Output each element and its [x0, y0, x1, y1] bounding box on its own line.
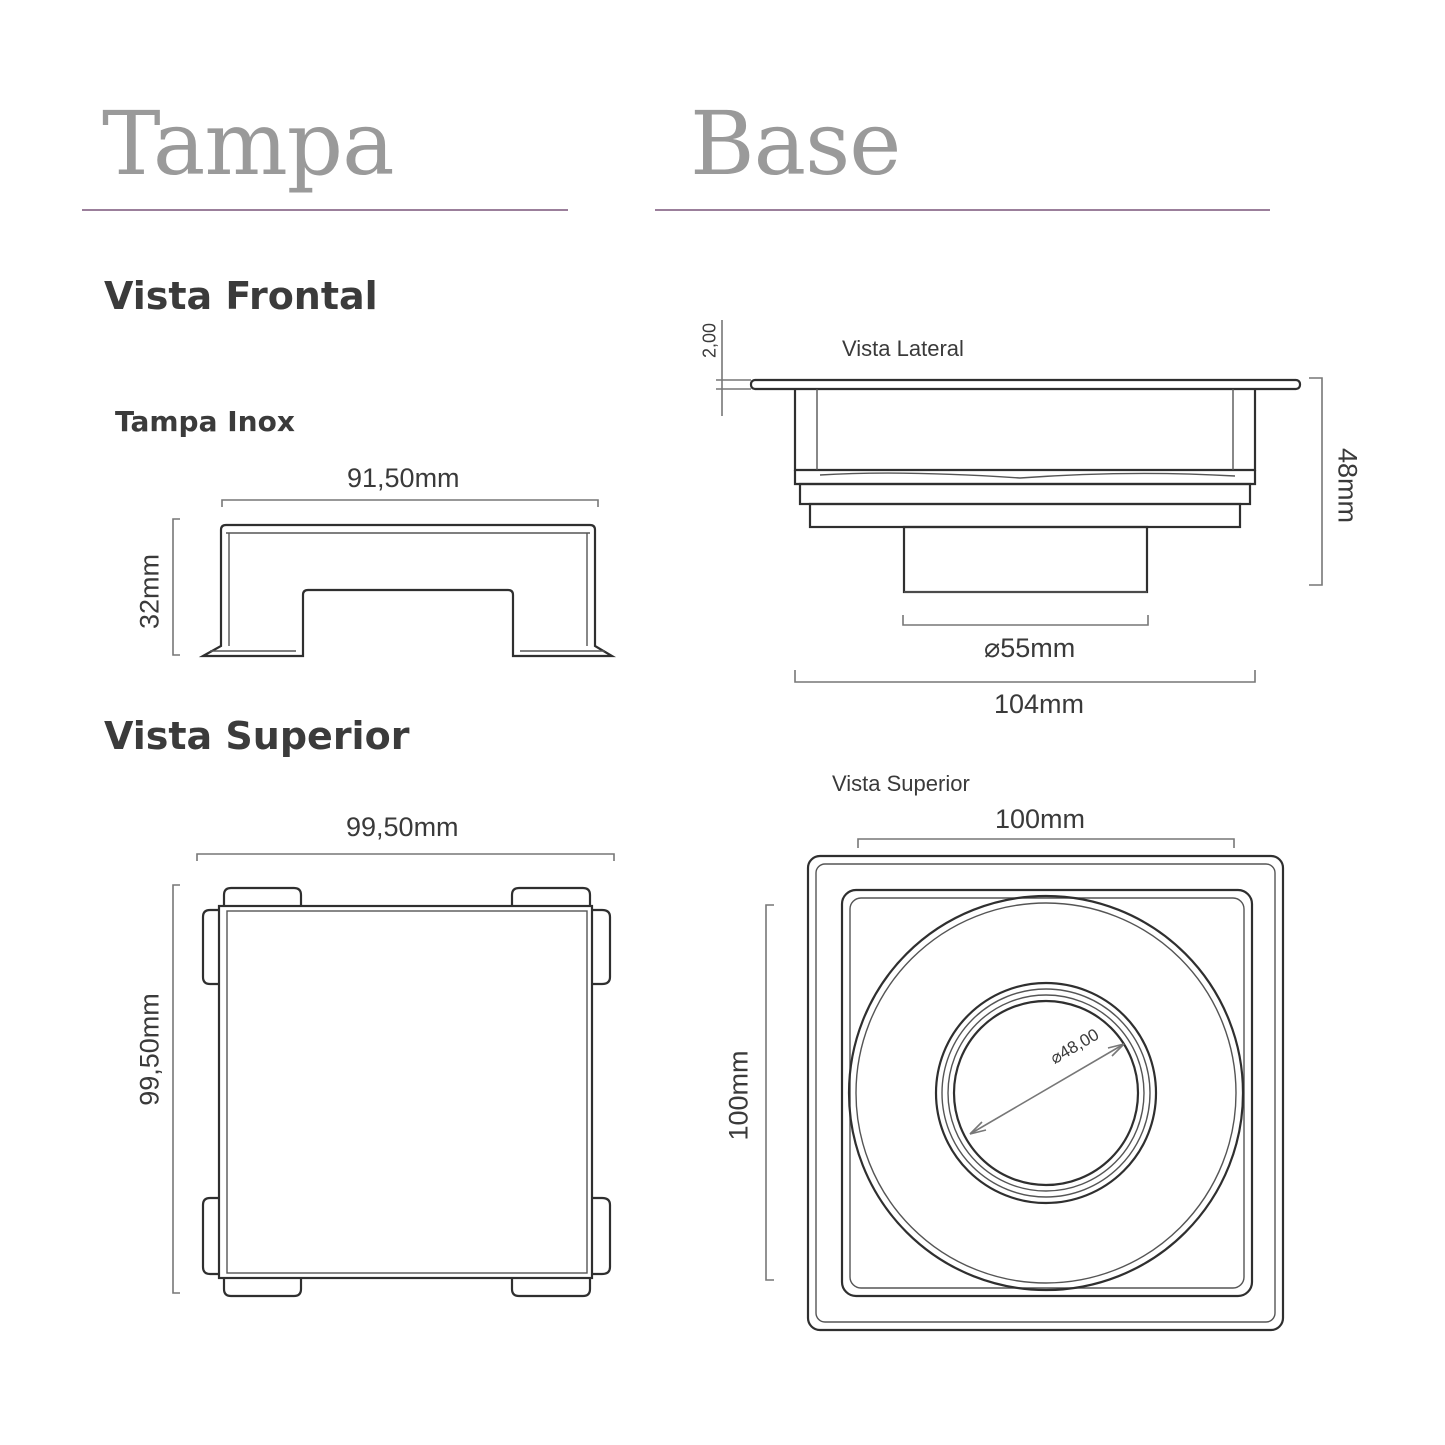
dim-lid-top-height: 99,50mm — [134, 993, 165, 1106]
dim-lid-front-height: 32mm — [134, 554, 165, 630]
base-divider — [655, 209, 1270, 211]
lid-front-height-dimension — [172, 518, 180, 656]
dim-base-outlet-diameter: ⌀55mm — [984, 633, 1076, 663]
base-flange-dimension — [716, 320, 751, 416]
base-top-height-dimension — [765, 904, 774, 1281]
dim-lid-top-width: 99,50mm — [346, 812, 459, 842]
dim-base-flange: 2,00 — [699, 322, 720, 359]
dim-base-width: 104mm — [994, 689, 1085, 719]
dim-base-top-height: 100mm — [723, 1050, 754, 1141]
dim-base-height: 48mm — [1332, 447, 1363, 523]
lid-top-height-dimension — [172, 884, 180, 1294]
base-width-dimension — [794, 670, 1256, 683]
base-top-width-dimension — [857, 838, 1235, 848]
tampa-divider — [82, 209, 568, 211]
lid-top-width-dimension — [196, 853, 615, 861]
dim-base-top-width: 100mm — [995, 804, 1086, 834]
heading-vista-frontal: Vista Frontal — [104, 274, 378, 318]
base-top-view — [806, 854, 1285, 1332]
base-height-dimension — [1309, 377, 1323, 586]
lid-top-view — [201, 886, 612, 1298]
base-outlet-dimension — [902, 615, 1149, 626]
section-title-tampa: Tampa — [102, 92, 395, 195]
heading-vista-superior: Vista Superior — [104, 714, 410, 758]
lid-front-width-dimension — [221, 499, 599, 507]
section-title-base: Base — [690, 92, 901, 195]
label-vista-lateral: Vista Lateral — [842, 336, 964, 361]
dim-lid-front-width: 91,50mm — [347, 463, 460, 493]
base-side-view — [749, 378, 1302, 594]
lid-front-view — [198, 523, 617, 658]
heading-tampa-inox: Tampa Inox — [115, 405, 295, 438]
label-base-vista-superior: Vista Superior — [832, 771, 970, 796]
